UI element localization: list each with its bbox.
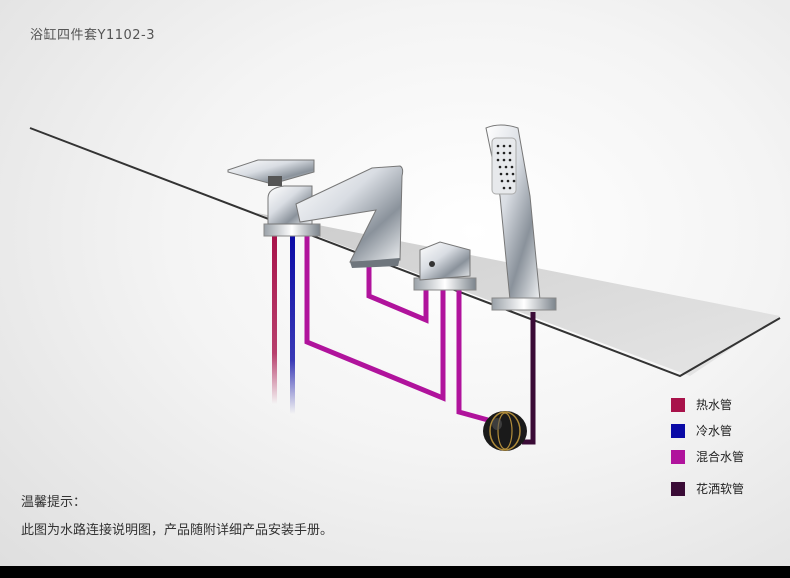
- legend-label: 花洒软管: [696, 482, 745, 496]
- mixed-water-pipe-valve: [366, 266, 429, 324]
- mixed-water-swatch: [671, 450, 685, 464]
- legend: 热水管 冷水管 混合水管 花洒软管: [671, 396, 781, 506]
- legend-label: 混合水管: [696, 450, 745, 464]
- shower-hose-swatch: [671, 482, 685, 496]
- mixer-valve: [227, 159, 321, 237]
- hose-weight: [483, 411, 527, 451]
- tips-text: 此图为水路连接说明图，产品随附详细产品安装手册。: [21, 523, 334, 538]
- hot-water-swatch: [671, 398, 685, 412]
- legend-label: 冷水管: [696, 424, 733, 438]
- mixed-water-pipe-diverter: [456, 288, 489, 423]
- tips-title: 温馨提示：: [21, 495, 87, 510]
- mixed-water-pipe-spout: [304, 234, 446, 402]
- cold-water-swatch: [671, 424, 685, 438]
- shower-hose: [522, 312, 536, 445]
- legend-label: 热水管: [696, 398, 733, 412]
- deck-edge: [29, 127, 781, 378]
- legend-item-shower-hose: 花洒软管: [671, 480, 781, 506]
- bath-spout: [295, 165, 404, 268]
- deck-surface: [30, 128, 780, 376]
- page-title: 浴缸四件套Y1102-3: [30, 28, 155, 43]
- legend-item-hot-water: 热水管: [671, 396, 781, 422]
- hand-shower: [485, 124, 557, 311]
- hot-water-pipe: [272, 234, 277, 404]
- diverter-valve: [413, 241, 477, 291]
- legend-item-cold-water: 冷水管: [671, 422, 781, 448]
- cold-water-pipe: [290, 234, 295, 414]
- legend-item-mixed-water: 混合水管: [671, 448, 781, 474]
